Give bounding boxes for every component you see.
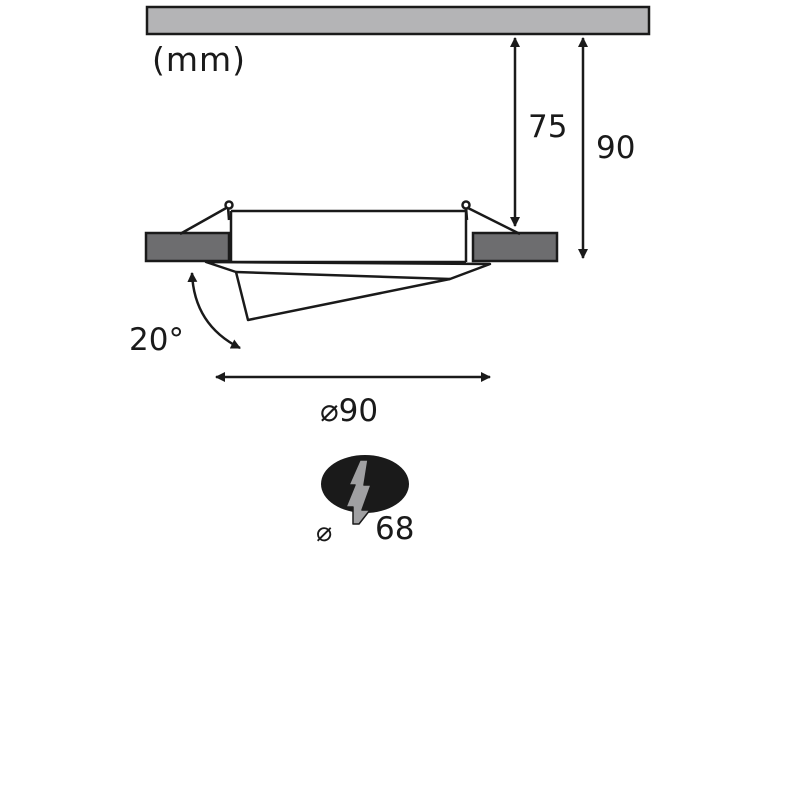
tilt-angle-arc (187, 272, 241, 350)
ceiling-board-right (471, 231, 559, 263)
dimension-label-90: 90 (596, 130, 635, 166)
cutout-diameter-value: 68 (375, 511, 414, 547)
units-label: (mm) (152, 40, 246, 79)
tilt-angle-label: 20° (129, 322, 184, 358)
downlight-housing (229, 209, 468, 264)
ceiling-board-left (144, 231, 231, 263)
diameter-label: ⌀90 (320, 393, 378, 429)
dimension-label-75: 75 (528, 109, 567, 145)
tilted-reflector (204, 260, 492, 322)
cutout-diameter-symbol: ⌀ (316, 517, 332, 548)
ceiling-slab (145, 5, 651, 36)
lightning-bolt-icon (345, 459, 372, 525)
cutout-hole-icon (321, 455, 409, 513)
spring-clips (179, 200, 521, 236)
